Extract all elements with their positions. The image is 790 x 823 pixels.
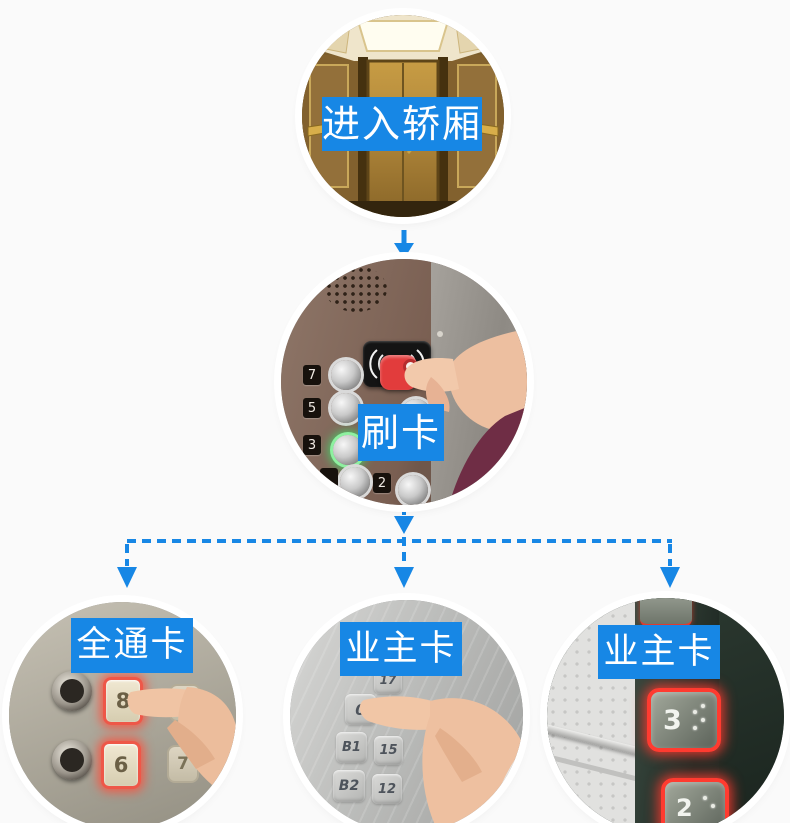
branch-owner-mid-label: 业主卡: [340, 622, 462, 676]
step-swipe-card-label: 刷卡: [358, 404, 444, 461]
floor-button-2: 2: [661, 778, 729, 823]
allpass-panel-illustration: 8 9 6 7: [9, 602, 236, 823]
panel-button: B2: [333, 770, 365, 802]
hand-holding-fob: [404, 329, 527, 505]
floor-button: [331, 360, 361, 390]
floor-button-2-number: 2: [676, 794, 693, 822]
floor-button-6: 6: [101, 741, 141, 789]
step-swipe-card-photo: 7 5 3 2: [281, 259, 527, 505]
screw: [437, 331, 443, 337]
branch-owner-right-label: 业主卡: [598, 625, 720, 679]
floor-button: [398, 475, 428, 505]
branch-allpass-label: 全通卡: [71, 618, 193, 673]
branch-owner-mid-photo: 17 0 B1 15 B2 12: [290, 600, 523, 823]
floor-plate: 2: [373, 473, 391, 493]
floor-plate: 7: [303, 365, 321, 385]
floor-button-3: 3: [647, 688, 721, 752]
hand-pressing-button: [359, 696, 523, 823]
key-switch-core: [60, 679, 84, 703]
speaker-grille: [325, 266, 387, 312]
key-switch-core: [60, 748, 84, 772]
top-button-partial: [640, 598, 692, 627]
elevator-cab-illustration: [302, 15, 504, 217]
step-enter-cab-label: 进入轿厢: [322, 97, 482, 151]
branch-allpass-photo: 8 9 6 7: [9, 602, 236, 823]
floor-button-3-number: 3: [663, 704, 682, 736]
finger-pressing-button: [127, 687, 236, 800]
floor-button: [340, 467, 370, 497]
floor-button: [331, 393, 361, 423]
owner-panel-illustration: 17 0 B1 15 B2 12: [290, 600, 523, 823]
floor-plate: [320, 468, 338, 488]
card-swipe-illustration: 7 5 3 2: [281, 259, 527, 505]
panel-button: 12: [372, 774, 402, 804]
floor-plate: 3: [303, 435, 321, 455]
floor-plate: 5: [303, 398, 321, 418]
panel-button: 15: [374, 736, 403, 765]
panel-button: B1: [336, 732, 367, 763]
